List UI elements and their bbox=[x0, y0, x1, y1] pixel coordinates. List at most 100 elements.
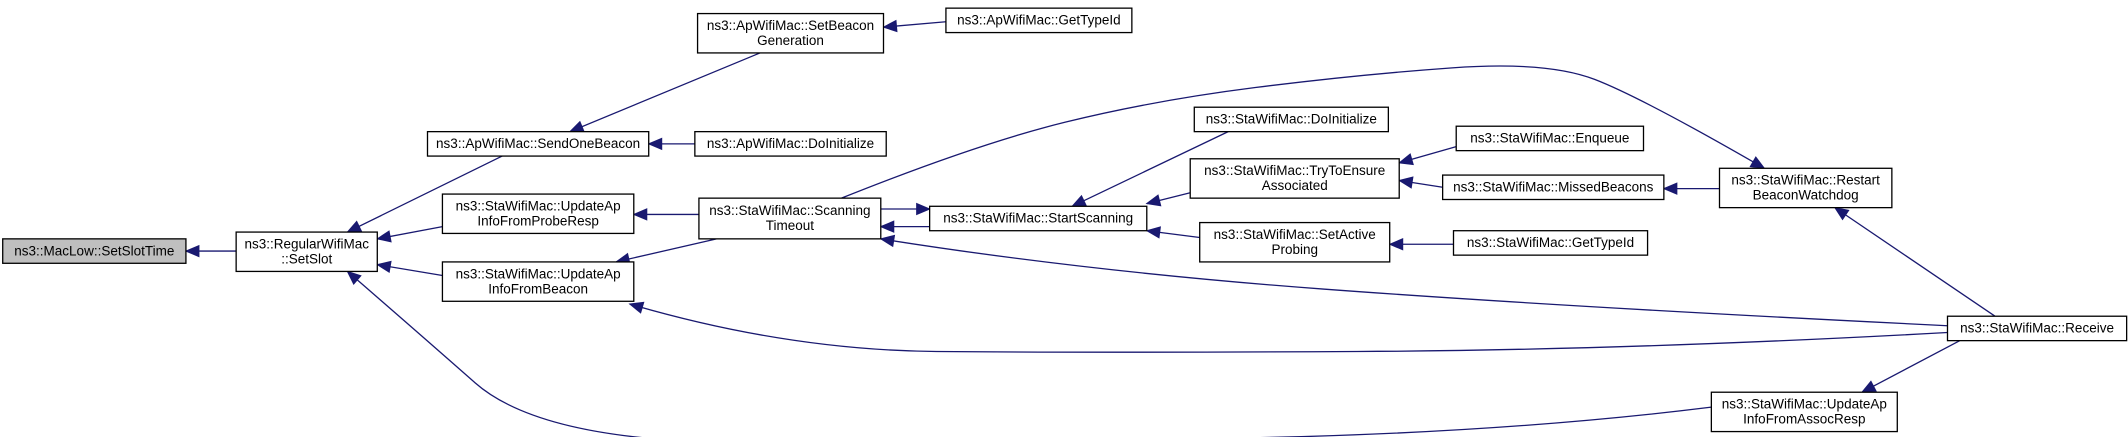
edge-line bbox=[880, 238, 1948, 327]
node-setslottime[interactable]: ns3::MacLow::SetSlotTime bbox=[2, 238, 187, 264]
edge-scanningtimeout-to-startscanning bbox=[880, 202, 931, 216]
edge-arrowhead-icon bbox=[1397, 176, 1414, 189]
edge-updatebeacon-to-regularsetslot bbox=[376, 260, 443, 277]
edge-restartwatchdog-to-missedbeacons bbox=[1662, 182, 1720, 195]
node-label: Timeout bbox=[766, 218, 815, 233]
edge-arrowhead-icon bbox=[376, 260, 392, 274]
edge-arrowhead-icon bbox=[1145, 194, 1162, 207]
edge-line bbox=[569, 52, 761, 133]
edge-apdoinit-to-sendonebeacon bbox=[647, 137, 695, 151]
node-label: Associated bbox=[1262, 178, 1328, 193]
node-receive[interactable]: ns3::StaWifiMac::Receive bbox=[1946, 315, 2128, 342]
edge-updateassoc-to-regularsetslot bbox=[346, 270, 1712, 437]
node-label: InfoFromAssocResp bbox=[1743, 412, 1865, 427]
node-label: ns3::StaWifiMac::SetActive bbox=[1214, 227, 1376, 242]
node-sendonebeacon[interactable]: ns3::ApWifiMac::SendOneBeacon bbox=[426, 130, 650, 157]
node-box[interactable] bbox=[1718, 167, 1893, 209]
node-label: InfoFromProbeResp bbox=[477, 213, 599, 228]
node-enqueue[interactable]: ns3::StaWifiMac::Enqueue bbox=[1455, 125, 1645, 152]
edge-arrowhead-icon bbox=[647, 137, 663, 151]
node-box[interactable] bbox=[698, 197, 882, 240]
nodes-layer: ns3::MacLow::SetSlotTime ns3::RegularWifi… bbox=[2, 7, 2128, 433]
edge-arrowhead-icon bbox=[879, 234, 896, 248]
edge-arrowhead-icon bbox=[632, 208, 648, 221]
node-box[interactable] bbox=[1189, 158, 1400, 199]
node-missedbeacons[interactable]: ns3::StaWifiMac::MissedBeacons bbox=[1441, 174, 1665, 201]
edge-arrowhead-icon bbox=[916, 202, 931, 216]
edge-line bbox=[629, 303, 1948, 353]
edge-regularsetslot-to-setslottime bbox=[184, 244, 237, 258]
node-box[interactable] bbox=[1455, 125, 1645, 152]
edge-line bbox=[1071, 131, 1229, 207]
edge-receive-to-restartwatchdog bbox=[1833, 206, 1996, 317]
node-label: ns3::StaWifiMac::UpdateAp bbox=[456, 266, 621, 281]
node-box[interactable] bbox=[235, 231, 378, 273]
edge-line bbox=[841, 65, 1765, 199]
node-label: ns3::StaWifiMac::TryToEnsure bbox=[1204, 163, 1385, 178]
edges-layer bbox=[184, 19, 1996, 437]
node-label: ns3::StaWifiMac::StartScanning bbox=[943, 211, 1133, 226]
node-box[interactable] bbox=[1946, 315, 2128, 342]
edge-setbeacongen-to-sendonebeacon bbox=[568, 52, 761, 133]
node-box[interactable] bbox=[441, 193, 635, 235]
edge-receive-to-scanningtimeout bbox=[879, 234, 1948, 327]
node-box[interactable] bbox=[1441, 174, 1665, 201]
node-box[interactable] bbox=[2, 238, 187, 264]
edge-trytoensure-to-startscanning bbox=[1145, 192, 1191, 207]
node-box[interactable] bbox=[696, 12, 885, 54]
edge-arrowhead-icon bbox=[1397, 153, 1414, 166]
node-label: ns3::MacLow::SetSlotTime bbox=[14, 243, 174, 258]
node-apdoinit[interactable]: ns3::ApWifiMac::DoInitialize bbox=[694, 130, 887, 157]
node-label: ns3::StaWifiMac::DoInitialize bbox=[1206, 112, 1377, 127]
edge-startscanning-to-scanningtimeout bbox=[879, 220, 930, 233]
edge-scanningtimeout-to-updateprobe bbox=[632, 208, 699, 221]
node-label: InfoFromBeacon bbox=[488, 281, 588, 296]
node-label: ns3::StaWifiMac::Receive bbox=[1960, 321, 2114, 336]
node-regularsetslot[interactable]: ns3::RegularWifiMac::SetSlot bbox=[235, 231, 378, 273]
node-box[interactable] bbox=[945, 7, 1133, 34]
edge-arrowhead-icon bbox=[1662, 182, 1678, 195]
edge-scanningtimeout-to-updatebeacon bbox=[614, 238, 717, 266]
node-label: ns3::ApWifiMac::SendOneBeacon bbox=[436, 136, 640, 151]
edge-line bbox=[615, 238, 717, 263]
node-label: ns3::ApWifiMac::GetTypeId bbox=[957, 13, 1121, 28]
edge-missedbeacons-to-trytoensure bbox=[1397, 176, 1443, 189]
node-label: ns3::ApWifiMac::SetBeacon bbox=[707, 18, 874, 33]
node-updateassoc[interactable]: ns3::StaWifiMac::UpdateApInfoFromAssocRe… bbox=[1710, 391, 1898, 433]
edge-arrowhead-icon bbox=[346, 270, 362, 285]
edge-arrowhead-icon bbox=[1833, 206, 1850, 221]
node-box[interactable] bbox=[426, 130, 650, 157]
node-box[interactable] bbox=[928, 205, 1148, 232]
edge-line bbox=[1834, 207, 1996, 317]
node-box[interactable] bbox=[1199, 221, 1391, 263]
edge-apgettypeid-to-setbeacongen bbox=[882, 19, 946, 33]
node-label: ns3::StaWifiMac::Scanning bbox=[709, 203, 870, 218]
node-box[interactable] bbox=[1193, 106, 1390, 133]
node-box[interactable] bbox=[1452, 230, 1649, 256]
edge-arrowhead-icon bbox=[1070, 194, 1088, 207]
node-label: ns3::RegularWifiMac bbox=[244, 236, 369, 251]
node-label: ns3::StaWifiMac::MissedBeacons bbox=[1453, 179, 1654, 194]
node-box[interactable] bbox=[694, 130, 887, 157]
edge-receive-to-updatebeacon bbox=[628, 301, 1948, 353]
edge-arrowhead-icon bbox=[1145, 226, 1161, 239]
node-label: Probing bbox=[1271, 242, 1318, 257]
edge-arrowhead-icon bbox=[879, 220, 895, 233]
node-startscanning[interactable]: ns3::StaWifiMac::StartScanning bbox=[928, 205, 1148, 232]
node-stadoinit[interactable]: ns3::StaWifiMac::DoInitialize bbox=[1193, 106, 1390, 133]
node-updateprobe[interactable]: ns3::StaWifiMac::UpdateApInfoFromProbeRe… bbox=[441, 193, 635, 235]
node-apgettypeid[interactable]: ns3::ApWifiMac::GetTypeId bbox=[945, 7, 1133, 34]
node-box[interactable] bbox=[1710, 391, 1898, 433]
edge-arrowhead-icon bbox=[346, 220, 363, 233]
node-label: ns3::StaWifiMac::Restart bbox=[1731, 173, 1880, 188]
node-box[interactable] bbox=[441, 261, 635, 302]
edge-receive-to-updateassoc bbox=[1860, 340, 1961, 393]
node-stagettypeid[interactable]: ns3::StaWifiMac::GetTypeId bbox=[1452, 230, 1649, 256]
edge-setactiveprobing-to-startscanning bbox=[1145, 226, 1200, 239]
